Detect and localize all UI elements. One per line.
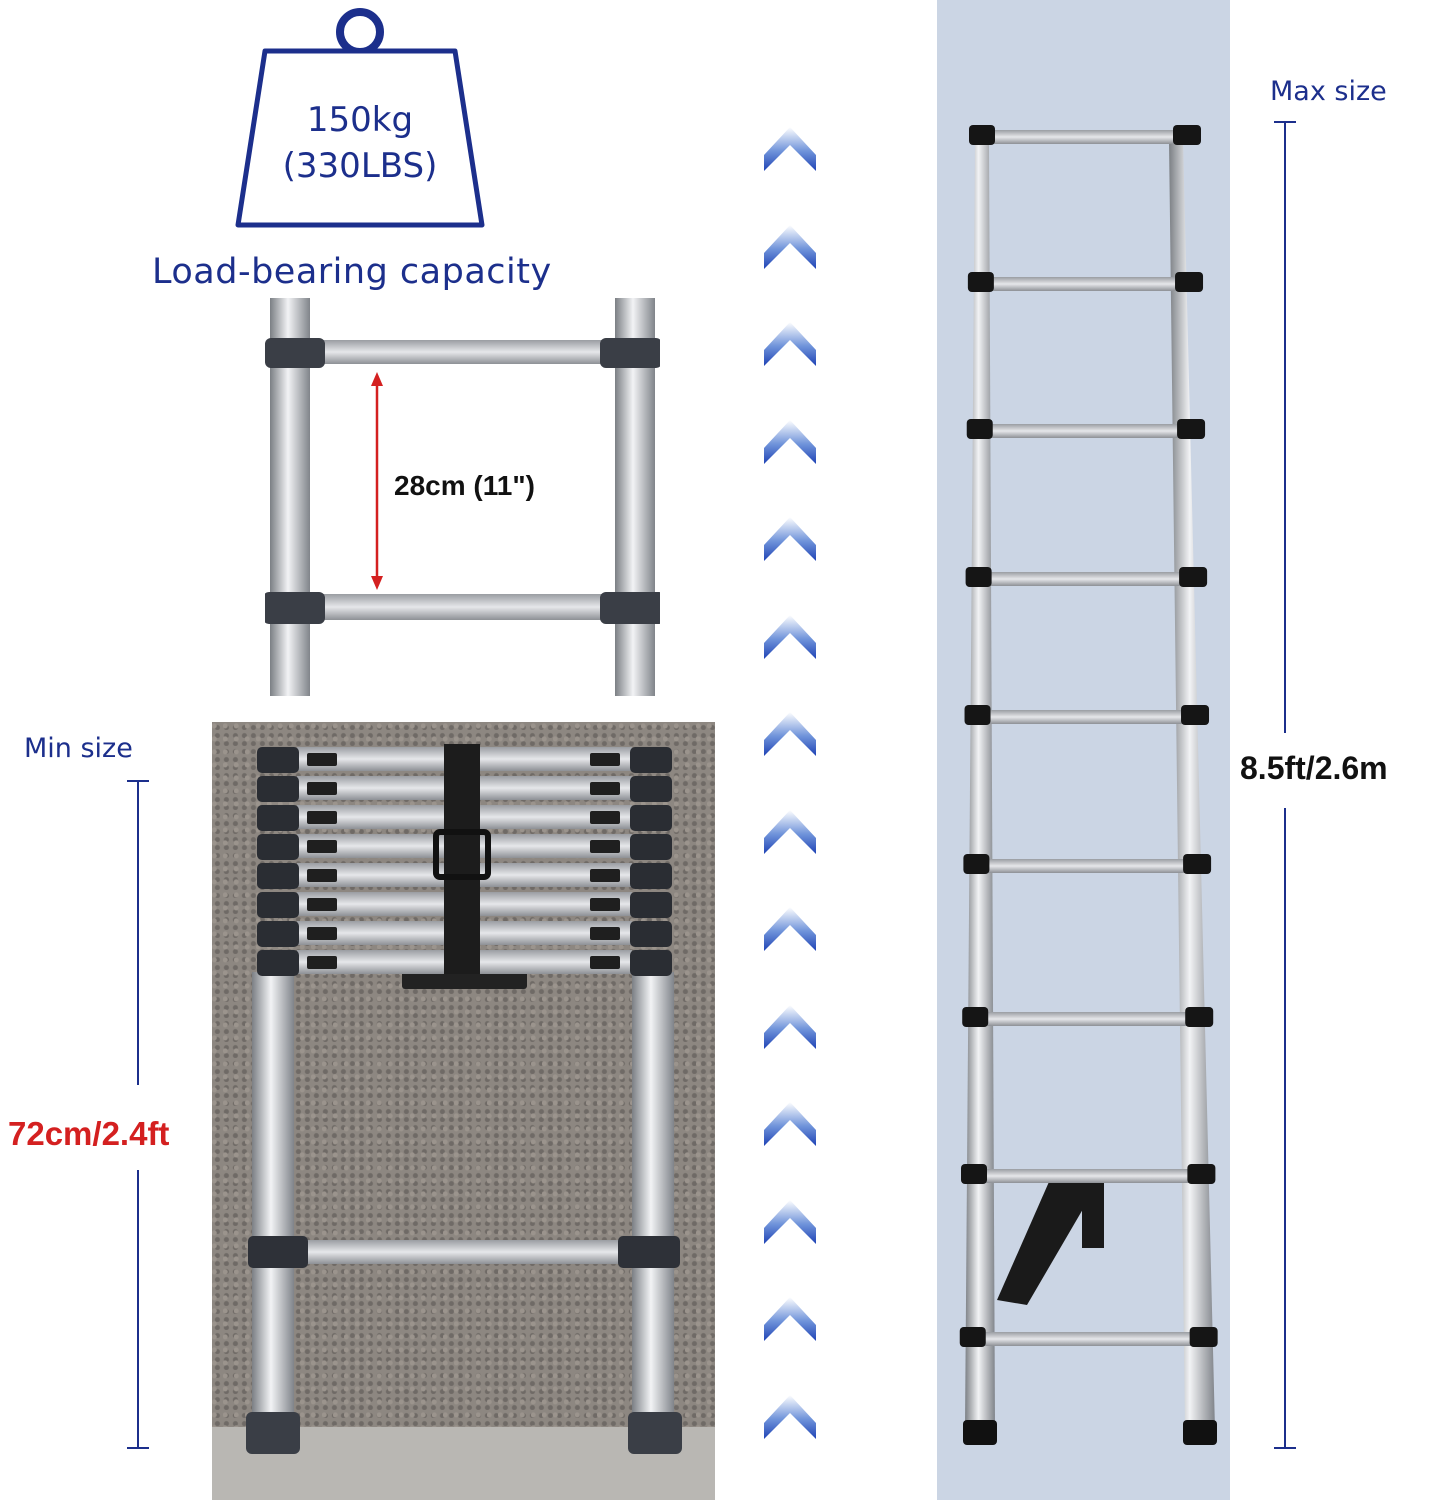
collapsed-rung <box>307 811 337 824</box>
extended-rung <box>963 854 990 874</box>
extended-rung <box>980 710 1192 724</box>
max-size-line <box>1284 121 1286 733</box>
collapsed-rung <box>307 753 337 766</box>
chevron-up-icon <box>764 127 816 171</box>
collapsed-rung <box>307 898 337 911</box>
collapsed-rung <box>307 840 337 853</box>
collapsed-rung <box>590 753 620 766</box>
min-size-value: 72cm/2.4ft <box>8 1115 170 1152</box>
extended-rung <box>966 419 993 439</box>
collapsed-rung <box>257 892 299 918</box>
collapsed-rung <box>257 950 299 976</box>
min-size-tick-bottom <box>127 1447 149 1449</box>
collapsed-rung <box>630 863 672 889</box>
chevron-up-icon <box>764 712 816 756</box>
extended-rung <box>1183 854 1212 874</box>
weight-value-lbs: (330LBS) <box>282 146 438 186</box>
collapsed-rung <box>630 805 672 831</box>
min-size-label: Min size <box>24 733 133 764</box>
extended-rung <box>965 567 992 587</box>
collapsed-rung <box>590 927 620 940</box>
weight-value: 150kg <box>306 100 414 140</box>
max-size-line <box>1284 808 1286 1448</box>
collapsed-rung <box>307 782 337 795</box>
chevron-up-icon <box>764 322 816 366</box>
extended-rung <box>962 1007 989 1027</box>
extended-rung <box>961 1164 988 1184</box>
extended-ladder-panel <box>937 0 1230 1500</box>
chevron-up-icon <box>764 1394 816 1439</box>
collapsed-rung <box>630 834 672 860</box>
chevron-up-icon <box>764 614 816 659</box>
chevron-up-icon <box>764 1199 816 1244</box>
min-size-line <box>137 1170 139 1448</box>
extended-rung <box>977 1169 1198 1183</box>
collapsed-rung <box>307 927 337 940</box>
rung-spacing-label: 28cm (11") <box>394 470 535 501</box>
extended-rung <box>1179 567 1208 587</box>
chevron-up-icon <box>764 517 816 561</box>
collapsed-rung <box>257 805 299 831</box>
extended-rung <box>983 277 1186 291</box>
extended-rung <box>1177 419 1206 439</box>
rung-closeup-photo <box>263 298 665 696</box>
collapsed-rung <box>630 892 672 918</box>
collapsed-rung <box>590 869 620 882</box>
extended-rung <box>981 572 1190 586</box>
extended-rung <box>959 1327 986 1347</box>
extended-rung <box>1189 1327 1218 1347</box>
extended-rung <box>1187 1164 1216 1184</box>
chevron-up-icon <box>764 907 816 951</box>
extended-rung <box>969 125 995 145</box>
extended-rung <box>1185 1007 1214 1027</box>
collapsed-rung <box>590 782 620 795</box>
max-size-label: Max size <box>1270 76 1387 107</box>
collapsed-ladder-photo <box>212 722 715 1500</box>
collapsed-rung <box>630 950 672 976</box>
collapsed-rung <box>307 869 337 882</box>
extended-rung <box>979 859 1194 873</box>
collapsed-rung <box>257 776 299 802</box>
extended-rung <box>975 1332 1200 1346</box>
weight-icon <box>235 8 485 228</box>
collapsed-rung <box>590 898 620 911</box>
collapsed-rung <box>630 776 672 802</box>
extended-rung <box>1181 705 1210 725</box>
collapsed-rung <box>590 956 620 969</box>
collapsed-rung <box>590 811 620 824</box>
capacity-label: Load-bearing capacity <box>152 252 552 292</box>
extended-rung <box>967 272 994 292</box>
collapsed-rung <box>307 956 337 969</box>
chevron-up-icon <box>764 419 816 464</box>
extended-rung <box>978 1012 1196 1026</box>
collapsed-rung <box>257 921 299 947</box>
collapsed-rung <box>590 840 620 853</box>
extended-rung <box>1173 125 1201 145</box>
extended-rung <box>1175 272 1204 292</box>
chevron-up-icon <box>764 1004 816 1049</box>
extended-rung <box>982 424 1188 438</box>
collapsed-rung <box>257 834 299 860</box>
max-size-value: 8.5ft/2.6m <box>1240 750 1388 786</box>
collapsed-rung <box>257 747 299 773</box>
max-size-tick-bottom <box>1274 1447 1296 1449</box>
extended-rung <box>985 130 1183 144</box>
chevron-up-icon <box>764 1297 816 1341</box>
chevron-up-icon <box>764 1102 816 1146</box>
collapsed-rung <box>257 863 299 889</box>
chevron-up-icon <box>764 809 816 854</box>
collapsed-rung <box>630 747 672 773</box>
chevron-up-icon <box>764 224 816 269</box>
min-size-line <box>137 780 139 1085</box>
collapsed-rung <box>630 921 672 947</box>
extended-rung <box>964 705 991 725</box>
